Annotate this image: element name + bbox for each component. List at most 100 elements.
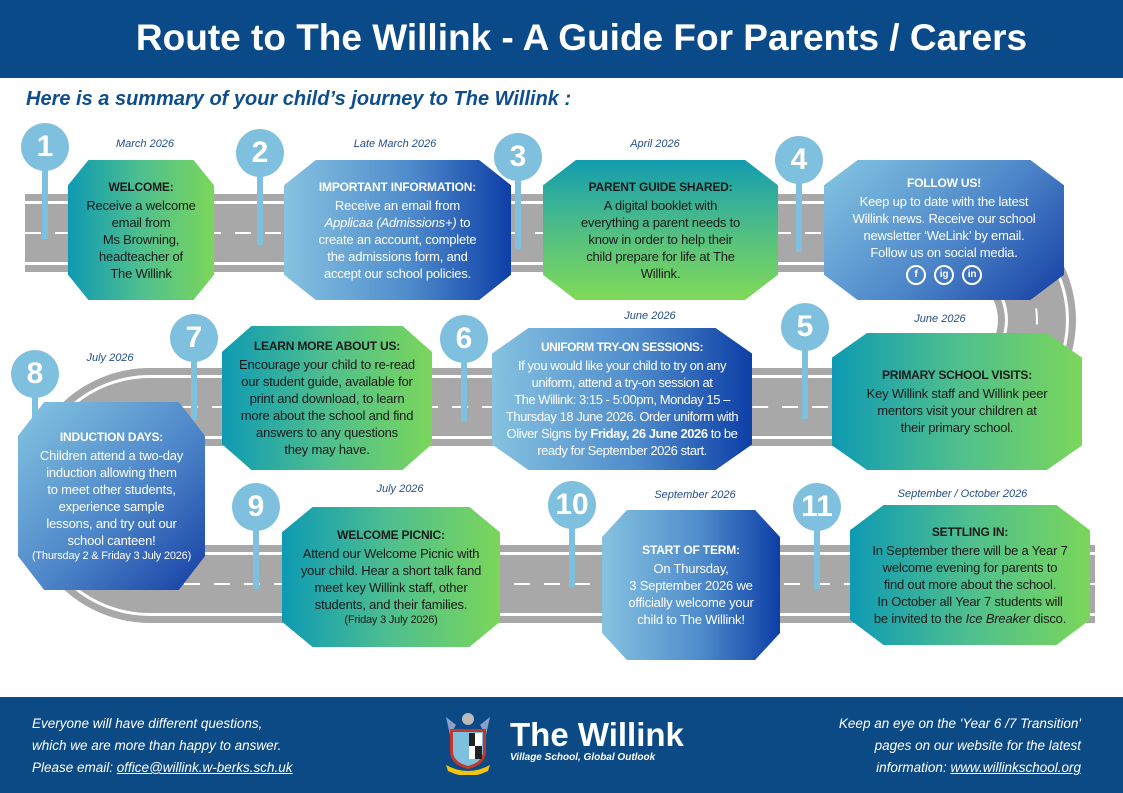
step-text: Thursday 18 June 2026. Order uniform wit… bbox=[505, 409, 739, 424]
step-pin-7: 7 bbox=[170, 314, 218, 420]
step-text-segment: to be bbox=[707, 426, 738, 441]
logo-name: The Willink bbox=[510, 715, 684, 753]
step-title: INDUCTION DAYS: bbox=[59, 430, 164, 444]
step-text: experience sample bbox=[58, 499, 165, 514]
step-text-segment: Oliver Signs by bbox=[506, 426, 591, 441]
step-text: 3 September 2026 we bbox=[629, 578, 753, 593]
step-text: The Willink bbox=[110, 265, 172, 281]
step-text: more about the school and find bbox=[240, 408, 414, 423]
subtitle: Here is a summary of your child’s journe… bbox=[26, 88, 572, 110]
step-pin-5: 5 bbox=[781, 303, 829, 419]
step-number: 6 bbox=[440, 315, 488, 363]
step-title: PARENT GUIDE SHARED: bbox=[588, 179, 733, 194]
pin-stem bbox=[461, 361, 467, 421]
footer-text: which we are more than happy to answer. bbox=[32, 738, 282, 753]
step-text: students, and their families. bbox=[314, 597, 468, 612]
step-text: Applicaa (Admissions+) to bbox=[325, 214, 471, 231]
footer: Everyone will have different questions, … bbox=[0, 697, 1123, 793]
step-number: 9 bbox=[232, 483, 280, 531]
step-number: 7 bbox=[170, 314, 218, 362]
step-card-4: FOLLOW US!Keep up to date with the lates… bbox=[824, 160, 1064, 300]
step-text: Encourage your child to re-read bbox=[239, 357, 415, 372]
step-note: (Thursday 2 & Friday 3 July 2026) bbox=[31, 550, 192, 562]
pin-stem bbox=[257, 175, 263, 245]
step-date: April 2026 bbox=[630, 138, 680, 150]
step-text: child prepare for life at The bbox=[586, 248, 735, 264]
email-link[interactable]: office@willink.w-berks.sch.uk bbox=[116, 760, 293, 775]
step-text: create an account, complete bbox=[318, 231, 477, 247]
step-text: Key Willink staff and Willink peer bbox=[866, 386, 1048, 401]
step-pin-1: 1 bbox=[21, 123, 69, 239]
step-text-segment: Ice Breaker bbox=[965, 610, 1030, 626]
step-card-8: INDUCTION DAYS:Children attend a two-day… bbox=[18, 402, 205, 590]
instagram-icon[interactable]: ig bbox=[934, 265, 954, 285]
step-text: be invited to the Ice Breaker disco. bbox=[874, 610, 1066, 627]
step-card-10: START OF TERM:On Thursday,3 September 20… bbox=[602, 510, 780, 660]
step-text: On Thursday, bbox=[653, 561, 729, 576]
step-text-segment: to bbox=[456, 214, 471, 230]
step-title: WELCOME: bbox=[108, 179, 174, 194]
step-text: answers to any questions bbox=[256, 425, 398, 440]
step-text: A digital booklet with bbox=[603, 197, 718, 213]
linkedin-icon[interactable]: in bbox=[962, 265, 982, 285]
step-title: LEARN MORE ABOUT US: bbox=[253, 339, 401, 353]
step-text: induction allowing them bbox=[46, 465, 177, 480]
step-text: Ms Browning, bbox=[102, 231, 180, 247]
step-number: 10 bbox=[548, 481, 596, 529]
step-number: 5 bbox=[781, 303, 829, 351]
step-date: March 2026 bbox=[115, 138, 175, 150]
step-text: Attend our Welcome Picnic with bbox=[302, 546, 480, 561]
step-number: 8 bbox=[11, 350, 59, 398]
step-text: Receive a welcome bbox=[86, 197, 196, 213]
step-card-3: PARENT GUIDE SHARED: A digital booklet wi… bbox=[543, 160, 778, 300]
step-note: (Friday 3 July 2026) bbox=[344, 614, 438, 626]
pin-stem bbox=[796, 182, 802, 252]
step-date: July 2026 bbox=[86, 352, 134, 364]
step-text: school canteen! bbox=[67, 533, 156, 548]
step-card-2: IMPORTANT INFORMATION:Receive an email f… bbox=[284, 160, 511, 300]
step-card-11: SETTLING IN:In September there will be a… bbox=[850, 505, 1090, 645]
step-date: June 2026 bbox=[624, 310, 676, 322]
step-text: mentors visit your children at bbox=[877, 403, 1037, 418]
page-title: Route to The Willink - A Guide For Paren… bbox=[0, 0, 1123, 78]
step-number: 4 bbox=[775, 136, 823, 184]
step-card-7: LEARN MORE ABOUT US: Encourage your child… bbox=[222, 326, 432, 470]
school-logo: The Willink Village School, Global Outlo… bbox=[440, 705, 684, 775]
step-text: find out more about the school. bbox=[883, 576, 1057, 592]
pin-stem bbox=[42, 169, 48, 239]
pin-stem bbox=[814, 529, 820, 589]
step-text: ready for September 2026 start. bbox=[537, 443, 707, 458]
step-text: accept our school policies. bbox=[323, 265, 472, 281]
step-text: Willink. bbox=[640, 265, 681, 281]
step-text: If you would like your child to try on a… bbox=[518, 358, 726, 373]
step-number: 11 bbox=[793, 483, 841, 531]
footer-website-info: Keep an eye on the 'Year 6 /7 Transition… bbox=[839, 713, 1081, 779]
step-text: uniform, attend a try-on session at bbox=[531, 375, 713, 390]
step-text: to meet other students, bbox=[47, 482, 176, 497]
pin-stem bbox=[515, 179, 521, 249]
step-number: 2 bbox=[236, 129, 284, 177]
school-crest-icon bbox=[446, 713, 490, 775]
footer-text: Keep an eye on the 'Year 6 /7 Transition… bbox=[838, 716, 1081, 731]
step-title: WELCOME PICNIC: bbox=[337, 528, 445, 542]
website-link[interactable]: www.willinkschool.org bbox=[950, 760, 1081, 775]
step-text: welcome evening for parents to bbox=[882, 559, 1058, 575]
step-title: PRIMARY SCHOOL VISITS: bbox=[881, 368, 1033, 382]
facebook-icon[interactable]: f bbox=[906, 265, 926, 285]
step-text: their primary school. bbox=[900, 420, 1014, 435]
step-pin-9: 9 bbox=[232, 483, 280, 589]
step-pin-6: 6 bbox=[440, 315, 488, 421]
step-text-segment: Applicaa (Admissions+) bbox=[324, 214, 457, 230]
step-text: meet key Willink staff, other bbox=[314, 580, 468, 595]
step-date: June 2026 bbox=[914, 313, 966, 325]
step-date: September 2026 bbox=[654, 489, 736, 501]
step-text: In September there will be a Year 7 bbox=[872, 542, 1068, 558]
step-pin-10: 10 bbox=[548, 481, 596, 587]
step-text: newsletter ‘WeLink’ by email. bbox=[863, 228, 1025, 243]
step-text-segment: Friday, 26 June 2026 bbox=[590, 426, 708, 441]
step-pin-4: 4 bbox=[775, 136, 823, 252]
step-text: headteacher of bbox=[99, 248, 183, 264]
step-card-5: PRIMARY SCHOOL VISITS: Key Willink staff … bbox=[832, 333, 1082, 470]
